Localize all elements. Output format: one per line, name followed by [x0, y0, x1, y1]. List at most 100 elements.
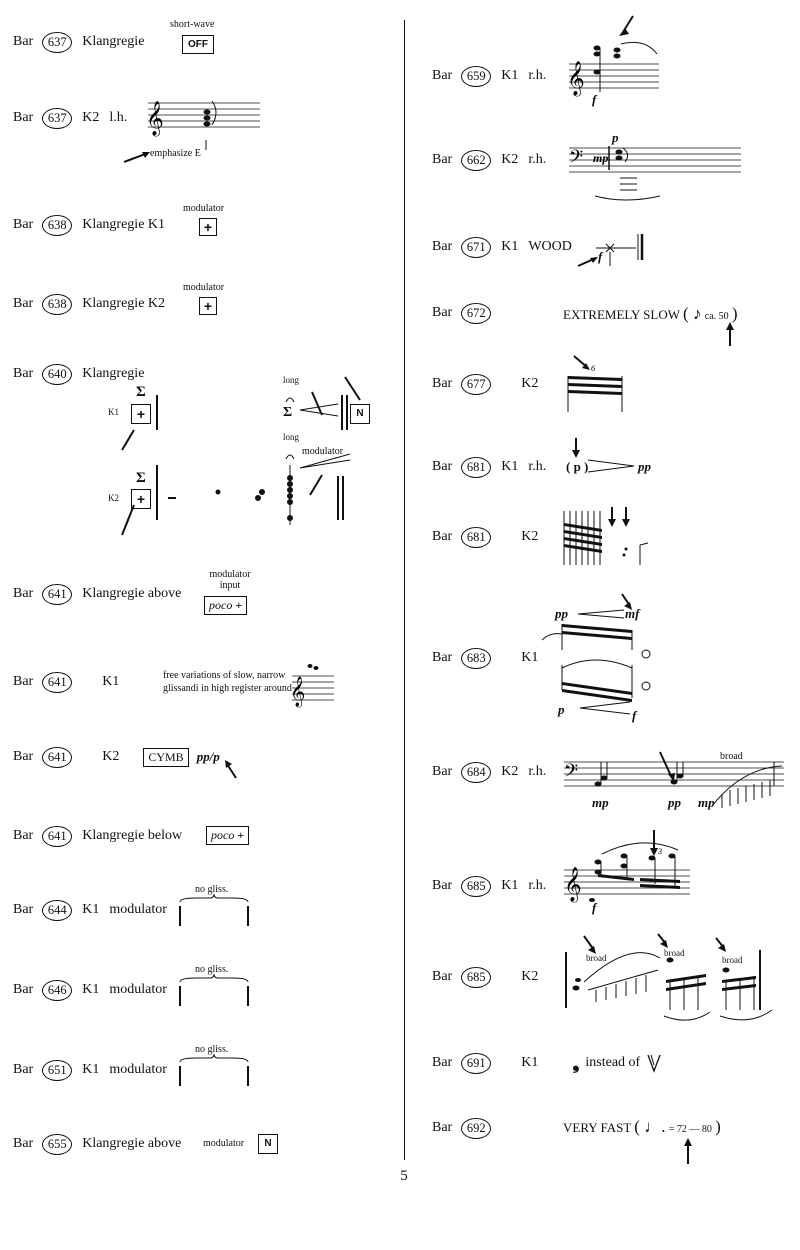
- bar-number: 640: [42, 363, 73, 385]
- arrow-icon: [225, 760, 237, 779]
- beamed-notes: [563, 507, 649, 565]
- plus-box: +: [199, 297, 217, 315]
- bar-number: 655: [42, 1133, 73, 1155]
- bar-number: 637: [42, 31, 73, 53]
- modulator-label: modulator: [183, 282, 225, 293]
- dynamic: ( p ): [566, 459, 589, 474]
- bar-entry: Bar 681 K2: [432, 523, 544, 551]
- instead-of-text: instead of: [585, 1055, 641, 1070]
- svg-text:mp: mp: [593, 151, 608, 165]
- dynamic: mf: [625, 606, 640, 621]
- staff-685-k2: [565, 933, 773, 1021]
- n-box: N: [350, 404, 370, 424]
- bar-number: 681: [461, 456, 492, 478]
- svg-text:𝄢: 𝄢: [564, 761, 578, 786]
- breath-mark-icon: ❟: [572, 1052, 580, 1073]
- bar-entry: Bar 641 K2 CYMB pp/p: [13, 743, 220, 771]
- arrow-icon: [123, 140, 207, 163]
- bar-number: 641: [42, 671, 73, 693]
- plus-box: +: [131, 489, 151, 509]
- dynamic: pp: [668, 795, 681, 810]
- modulator-label: modulator: [203, 1138, 245, 1149]
- bar-number: 685: [461, 966, 492, 988]
- tempo-marking: EXTREMELY SLOW ( ♪ ca. 50 ): [563, 304, 738, 323]
- svg-text:𝄞: 𝄞: [146, 101, 164, 137]
- hairpin: [572, 438, 635, 473]
- sigma-symbol: Σ: [283, 405, 293, 420]
- bar-entry: Bar 672: [432, 299, 501, 327]
- bar-number: 646: [42, 979, 73, 1001]
- dynamic: f: [592, 900, 597, 915]
- column-divider: [404, 20, 405, 1160]
- bar-entry: Bar 641 Klangregie below: [13, 822, 188, 850]
- off-box: OFF: [182, 35, 214, 54]
- svg-text:𝄢: 𝄢: [569, 147, 583, 172]
- broad-label: broad: [722, 955, 743, 965]
- bar-number: 692: [461, 1117, 492, 1139]
- bar-entry: Bar 637 Klangregie: [13, 28, 150, 56]
- dynamic: f: [598, 249, 603, 264]
- bar-entry: Bar 685 K1 r.h.: [432, 872, 546, 900]
- bracket: [179, 1053, 249, 1086]
- dynamic: mp: [698, 795, 715, 810]
- bar-number: 637: [42, 107, 73, 129]
- dynamic: pp/p: [196, 749, 220, 764]
- no-gliss-label: no gliss.: [195, 1044, 229, 1055]
- tempo-marking: VERY FAST ( ♩. = 72 — 80 ): [563, 1117, 721, 1136]
- dynamic: f: [592, 92, 597, 107]
- v-mark-icon: [647, 1054, 661, 1073]
- bar-entry: Bar 655 Klangregie above: [13, 1130, 187, 1158]
- broad-label: broad: [586, 953, 607, 963]
- bar-entry: Bar 683 K1: [432, 644, 544, 672]
- bar-entry: Bar 659 K1 r.h.: [432, 62, 546, 90]
- arrow-icon: [684, 1138, 692, 1164]
- bar-entry: Bar 638 Klangregie K1: [13, 211, 171, 239]
- bar-number: 681: [461, 526, 492, 548]
- svg-text:6: 6: [591, 364, 595, 373]
- svg-text:3: 3: [657, 847, 662, 856]
- bar-number: 677: [461, 373, 492, 395]
- sigma-symbol: Σ: [136, 384, 146, 400]
- staff-659: 𝄞: [567, 15, 659, 97]
- instrument: Klangregie: [82, 34, 145, 49]
- dynamic: f: [632, 708, 637, 723]
- bar-number: 641: [42, 583, 73, 605]
- bar-number: 659: [461, 65, 492, 87]
- bar-entry: Bar 641 K1: [13, 668, 125, 696]
- modulator-label: modulator: [302, 446, 344, 457]
- bar-word: Bar: [13, 34, 34, 49]
- bar-entry: Bar 644 K1 modulator: [13, 896, 167, 924]
- bar-number: 662: [461, 149, 492, 171]
- long-label: long: [283, 432, 300, 442]
- bar-entry: Bar 640 Klangregie: [13, 360, 150, 388]
- bar-entry: Bar 684 K2 r.h.: [432, 758, 546, 786]
- staff-683: [541, 593, 651, 715]
- bar-entry: Bar 685 K2: [432, 963, 544, 991]
- sigma-symbol: Σ: [136, 470, 146, 486]
- poco-plus-box: poco +: [204, 596, 248, 615]
- klangregie-diagram: [121, 376, 361, 536]
- staff-637: 𝄞: [146, 100, 260, 137]
- broad-label: broad: [664, 948, 685, 958]
- bar-number: 685: [461, 875, 492, 897]
- bar-entry: Bar 662 K2 r.h.: [432, 146, 546, 174]
- bar-entry: Bar 651 K1 modulator: [13, 1056, 167, 1084]
- bar-number: 644: [42, 899, 73, 921]
- short-wave-label: short-wave: [170, 19, 215, 30]
- bar-number: 641: [42, 746, 73, 768]
- dynamic: p: [558, 702, 565, 717]
- bar-entry: Bar 677 K2: [432, 370, 544, 398]
- bar-entry: Bar 638 Klangregie K2: [13, 290, 171, 318]
- dynamic: p: [612, 130, 619, 145]
- bar-number: 638: [42, 214, 73, 236]
- bar-entry: Bar 692: [432, 1114, 501, 1142]
- no-gliss-label: no gliss.: [195, 964, 229, 975]
- k1-label: K1: [108, 407, 119, 417]
- bar-entry: Bar 637 K2 l.h.: [13, 104, 127, 132]
- bar-number: 651: [42, 1059, 73, 1081]
- plus-box: +: [199, 218, 217, 236]
- bracket: [179, 893, 249, 926]
- svg-text:𝄞: 𝄞: [564, 867, 582, 903]
